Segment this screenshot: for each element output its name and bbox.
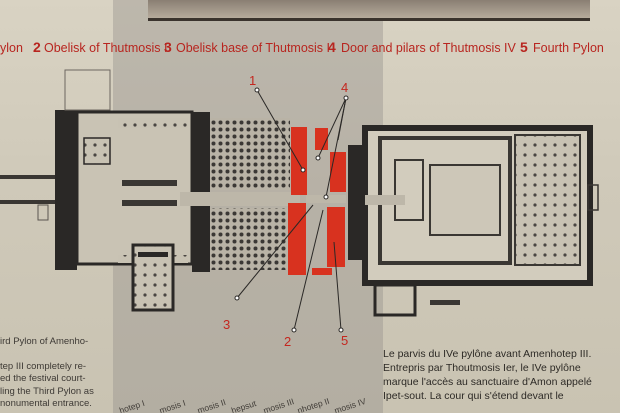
english-line-4: ed the festival court- <box>0 373 86 385</box>
pharaoh-label-3: mosis II <box>196 396 227 413</box>
french-line-2: Entrepris par Thoutmosis Ier, le IVe pyl… <box>383 362 581 374</box>
french-line-4: Ipet-sout. La cour qui s'étend devant le <box>383 390 564 402</box>
pharaoh-label-5: mosis III <box>262 396 296 413</box>
french-line-1: Le parvis du IVe pylône avant Amenhotep … <box>383 348 592 360</box>
hypostyle-hall <box>180 112 300 272</box>
legend-item-fourth-pylon: Fourth Pylon <box>533 41 604 55</box>
legend-number-2: 2 <box>33 39 41 55</box>
english-line-6: nonumental entrance. <box>0 397 92 409</box>
french-line-3: marque l'accès au sanctuaire d'Amon appe… <box>383 376 592 388</box>
legend-item-obelisk: Obelisk of Thutmosis I <box>44 41 168 55</box>
english-line-1: ird Pylon of Amenho- <box>0 336 89 347</box>
pharaoh-label-2: mosis I <box>158 397 187 413</box>
pharaoh-label-6: nhotep II <box>296 395 331 413</box>
south-annex <box>131 243 175 312</box>
english-line-5: ling the Third Pylon as <box>0 385 94 397</box>
english-line-2 <box>0 348 110 360</box>
english-line-3: tep III completely re- <box>0 360 87 372</box>
pharaoh-label-7: mosis IV <box>333 395 368 413</box>
pharaoh-label-1: hotep I <box>118 397 146 413</box>
marker-2: 2 <box>284 334 292 349</box>
pharaoh-label-4: hepsut <box>230 398 258 413</box>
outer-pylons <box>0 69 111 270</box>
english-description: ird Pylon of Amenho- tep III completely … <box>0 336 110 410</box>
legend-item-door-pillars: Door and pilars of Thutmosis IV <box>341 41 516 55</box>
marker-1: 1 <box>249 73 257 88</box>
temple-floor-plan <box>0 69 599 333</box>
legend-number-3: 3 <box>164 39 172 55</box>
legend-number-5: 5 <box>520 39 528 55</box>
marker-leader-lines <box>234 87 349 333</box>
marker-3: 3 <box>223 317 231 332</box>
french-description: Le parvis du IVe pylône avant Amenhotep … <box>383 347 620 403</box>
top-photo-strip <box>148 0 590 21</box>
pharaoh-timeline-labels: hotep I mosis I mosis II hepsut mosis II… <box>0 395 620 413</box>
festival-court <box>75 110 194 266</box>
marker-5: 5 <box>341 333 349 348</box>
legend-item-obelisk-base: Obelisk base of Thutmosis I <box>176 41 331 55</box>
legend-number-4: 4 <box>328 39 336 55</box>
legend-item-pylon: ylon <box>0 41 23 55</box>
marker-4: 4 <box>341 80 349 95</box>
legend-bar: ylon 2 Obelisk of Thutmosis I 3 Obelisk … <box>0 38 620 58</box>
sanctuary-complex <box>348 125 599 317</box>
